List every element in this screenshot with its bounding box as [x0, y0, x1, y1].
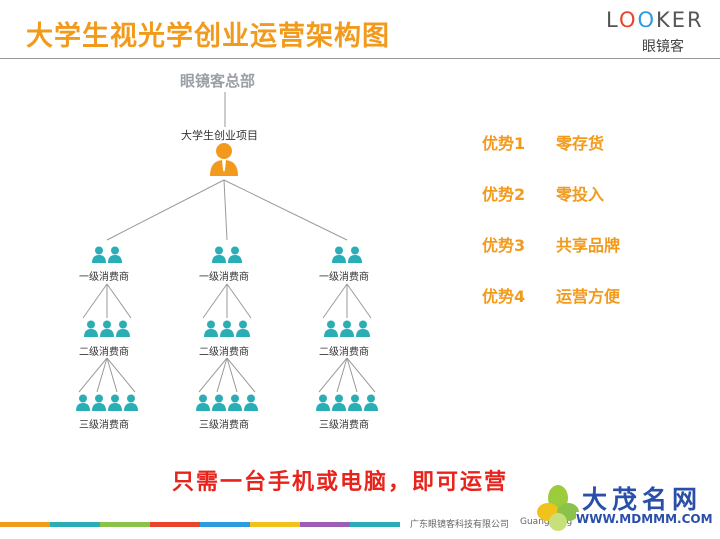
hq-label: 眼镜客总部 [180, 72, 256, 90]
leader-tie-icon [222, 160, 226, 172]
watermark-url: WWW.MDMMM.COM [576, 512, 713, 526]
person-icon [340, 320, 354, 337]
connector-line [96, 357, 108, 393]
connector-line [106, 283, 132, 319]
connector-line [336, 357, 348, 393]
logo-subtitle: 眼镜客 [642, 39, 684, 55]
level-label: 一级消费商 [79, 272, 129, 283]
level-label: 二级消费商 [319, 347, 369, 358]
advantage-text: 共享品牌 [556, 236, 621, 255]
advantage-number: 优势2 [482, 185, 526, 204]
level-label: 三级消费商 [79, 420, 129, 431]
level-label: 三级消费商 [319, 420, 369, 431]
person-icon [100, 320, 114, 337]
level-label: 二级消费商 [199, 347, 249, 358]
person-icon [108, 394, 122, 411]
person-icon [228, 394, 242, 411]
watermark-leaf-icon [537, 485, 579, 531]
person-icon [212, 394, 226, 411]
person-icon [324, 320, 338, 337]
person-icon [332, 246, 346, 263]
connector-line [322, 283, 348, 319]
person-icon [84, 320, 98, 337]
connector-line [318, 357, 348, 393]
connector-line [202, 283, 228, 319]
color-stripe [0, 522, 400, 527]
connector-line [106, 357, 136, 393]
connector-line [226, 357, 256, 393]
person-icon [356, 320, 370, 337]
looker-logo: LOOKER 眼镜客 [606, 6, 706, 56]
advantage-text: 零存货 [556, 134, 605, 153]
person-icon [76, 394, 90, 411]
level-label: 三级消费商 [199, 420, 249, 431]
person-icon [236, 320, 250, 337]
connector-line [226, 357, 238, 393]
person-icon [220, 320, 234, 337]
person-icon [316, 394, 330, 411]
person-icon [92, 394, 106, 411]
advantage-number: 优势1 [482, 134, 526, 153]
advantage-number: 优势3 [482, 236, 526, 255]
person-icon [204, 320, 218, 337]
level-label: 一级消费商 [199, 272, 249, 283]
logo-wordmark: LOOKER [606, 8, 704, 32]
connector-line [198, 357, 228, 393]
connector-line [106, 179, 225, 241]
level-label: 一级消费商 [319, 272, 369, 283]
person-icon [348, 246, 362, 263]
connector-line [346, 357, 376, 393]
connector-line [346, 357, 358, 393]
person-icon [108, 246, 122, 263]
advantage-text: 零投入 [556, 185, 605, 204]
connector-line [82, 283, 108, 319]
connector-line [226, 283, 252, 319]
person-icon [228, 246, 242, 263]
slide-title: 大学生视光学创业运营架构图 [26, 21, 390, 52]
company-name: 广东眼镜客科技有限公司 [410, 520, 510, 530]
person-icon [196, 394, 210, 411]
person-icon [332, 394, 346, 411]
connector-line [216, 357, 228, 393]
connector-line [346, 283, 372, 319]
title-divider [0, 58, 720, 59]
connector-line [78, 357, 108, 393]
person-icon [212, 246, 226, 263]
watermark-name: 大茂名网 [582, 485, 703, 514]
person-icon [92, 246, 106, 263]
slogan: 只需一台手机或电脑，即可运营 [172, 470, 509, 495]
watermark: 大茂名网 WWW.MDMMM.COM [534, 476, 720, 539]
person-icon [364, 394, 378, 411]
advantage-number: 优势4 [482, 287, 526, 306]
person-icon [348, 394, 362, 411]
connector-line [223, 179, 228, 241]
connector-line [106, 357, 118, 393]
person-icon [244, 394, 258, 411]
advantage-text: 运营方便 [556, 287, 621, 306]
project-label: 大学生创业项目 [181, 129, 258, 142]
person-icon [116, 320, 130, 337]
level-label: 二级消费商 [79, 347, 129, 358]
person-icon [124, 394, 138, 411]
connector-line [223, 179, 348, 241]
